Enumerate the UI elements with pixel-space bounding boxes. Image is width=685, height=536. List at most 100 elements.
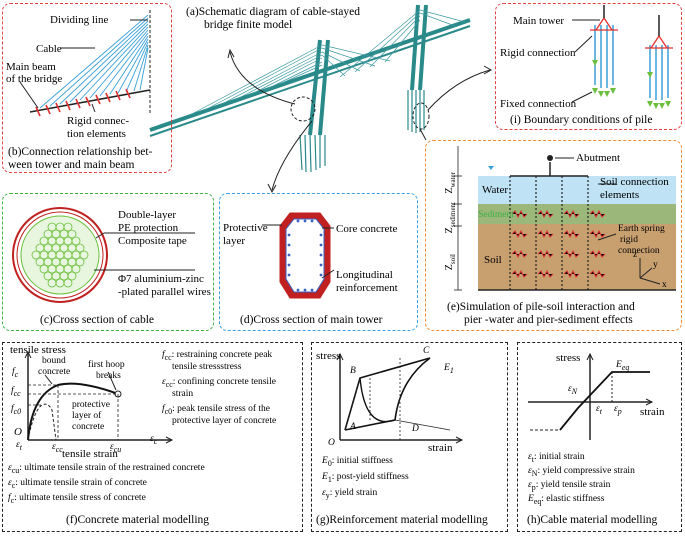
h-eps-p: εp (614, 404, 622, 416)
panel-g-frame (311, 342, 508, 532)
panel-i-frame (495, 3, 682, 130)
label-wires-2: -plated parallel wires (118, 286, 211, 298)
label-cable: Cable (36, 43, 62, 55)
caption-i: (i) Boundary conditions of pile (510, 114, 653, 126)
label-dividing-line: Dividing line (50, 14, 109, 26)
h-note-4: Eeq: elastic stiffness (528, 494, 605, 506)
g-xlabel: strain (428, 442, 453, 454)
h-note-2: εN: yield compressive strain (528, 466, 635, 478)
g-note-ey: εy: yield strain (322, 488, 378, 500)
label-double-layer: Double-layer (118, 209, 177, 221)
label-earth-2: rigid (620, 235, 638, 245)
f-prot-1: protective (72, 400, 110, 410)
label-main-beam-2: of the bridge (6, 73, 63, 85)
label-sediment: Sediment (478, 210, 514, 220)
f-hoop-2: breaks (96, 371, 121, 381)
f-ylabel: tensile stress (10, 344, 66, 356)
caption-f: (f)Concrete material modelling (66, 514, 210, 526)
axis-z: z (633, 250, 638, 260)
label-wires-1: Φ7 aluminium-zinc (118, 273, 204, 285)
label-water: Water (482, 184, 508, 196)
label-composite: Composite tape (118, 235, 187, 247)
f-hoop-1: first hoop (88, 360, 125, 370)
h-eps-n: εN (568, 384, 578, 396)
f-prot-2: layer of (72, 411, 102, 421)
g-pt-D: D (412, 424, 419, 434)
label-rigid-connection: Rigid connection (500, 47, 576, 59)
f-legend-2b: strain (172, 389, 194, 399)
f-legend-3: fc0: peak tensile stress of the (162, 404, 270, 416)
f-note-2: εc: ultimate tensile strain of concrete (8, 478, 147, 490)
panel-d-frame (219, 193, 418, 331)
g-pt-A: A (350, 422, 356, 432)
f-eps-cu: εcu (110, 442, 122, 454)
g-pt-C: C (423, 346, 430, 356)
label-main-beam-1: Main beam (6, 61, 56, 73)
panel-c-frame (2, 193, 214, 331)
g-note-e0: E0: initial stiffness (322, 456, 393, 468)
f-prot-3: concrete (72, 422, 105, 432)
h-xlabel: strain (640, 406, 665, 418)
label-protective-2: layer (223, 235, 245, 247)
label-long-2: reinforcement (336, 282, 398, 294)
g-pt-B: B (350, 366, 356, 376)
caption-e-1: (e)Simulation of pile-soil interaction a… (447, 301, 635, 313)
caption-d: (d)Cross section of main tower (240, 314, 383, 326)
caption-g: (g)Reinforcement material modelling (316, 514, 488, 526)
f-xlabel: tensile strain (62, 448, 118, 460)
panel-h-frame (517, 342, 682, 532)
g-note-e1: E1: post-yield stiffness (322, 472, 409, 484)
panel-e-frame (425, 140, 682, 331)
caption-e-2: pier -water and pier-sediment effects (464, 314, 633, 326)
label-abutment: Abutment (576, 152, 620, 164)
panel-f-frame (2, 342, 303, 532)
label-fixed-connection: Fixed connection (500, 98, 577, 110)
h-eeq: Eeq (616, 360, 630, 372)
caption-a: (a)Schematic diagram of cable-stayed (186, 6, 361, 18)
caption-b-2: ween tower and main beam (8, 159, 135, 171)
h-note-1: εt: initial strain (528, 452, 585, 464)
h-ylabel: stress (556, 352, 581, 364)
f-legend-1: fcc: restraining concrete peak (162, 350, 273, 362)
f-legend-1b: tensile stressstress (172, 362, 242, 372)
f-eps-c: εc (150, 434, 158, 446)
label-earth-3: connection (618, 246, 660, 256)
label-soil-conn-1: Soil connection (600, 176, 669, 188)
g-origin: O (328, 438, 335, 448)
panel-b-frame (2, 3, 172, 173)
caption-b-1: (b)Connection relationship bet- (8, 146, 153, 158)
g-ylabel: stress (316, 350, 341, 362)
h-eps-t: εt (596, 404, 602, 416)
f-fc: fc (12, 367, 19, 379)
f-legend-2: εcc: confining concrete tensile (162, 377, 276, 389)
f-note-1: εcu: ultimate tensile strain of the rest… (8, 463, 205, 475)
g-pt-E1: E1 (444, 363, 454, 375)
f-fcc: fcc (11, 386, 21, 398)
label-main-tower: Main tower (513, 15, 565, 27)
f-bound-1: bound (42, 356, 66, 366)
caption-a-line2: bridge finite model (204, 19, 293, 31)
label-rigid-1: Rigid connec- (67, 115, 130, 127)
label-soil: Soil (484, 254, 502, 266)
label-protective-1: Protective (223, 222, 268, 234)
f-eps-t: εt (16, 440, 22, 452)
f-eps-cc: εcc (52, 442, 63, 454)
h-note-3: εp: yield tensile strain (528, 480, 611, 492)
axis-x: x (662, 280, 667, 290)
f-bound-2: concrete (38, 367, 71, 377)
caption-h: (h)Cable material modelling (527, 514, 658, 526)
label-pe: PE protection (118, 222, 179, 234)
label-earth-1: Earth spring (618, 224, 665, 234)
f-note-3: fc: ultimate tensile stress of concrete (8, 493, 146, 505)
axis-y: y (653, 260, 658, 270)
f-origin: O (14, 426, 22, 438)
